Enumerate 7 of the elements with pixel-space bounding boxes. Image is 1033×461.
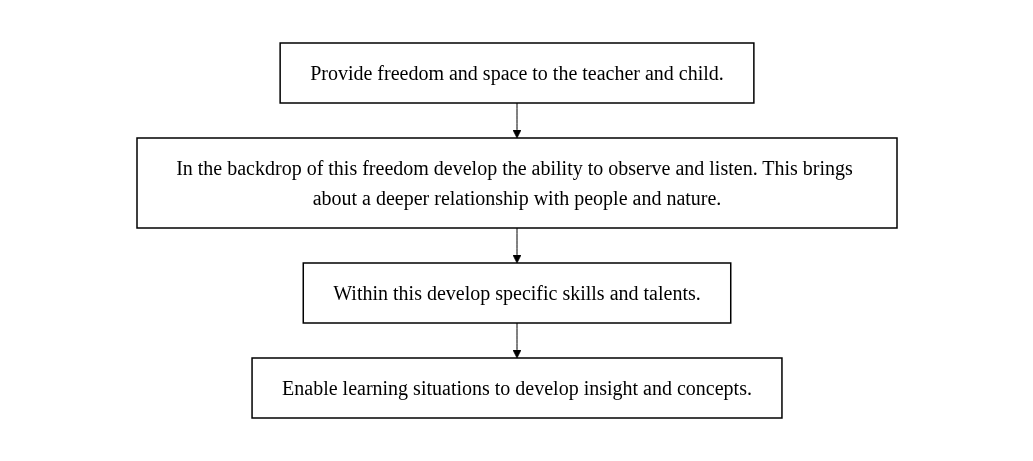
- node-box: Enable learning situations to develop insight and concepts.: [250, 357, 783, 419]
- node-box: Provide freedom and space to the teacher and child.: [278, 42, 755, 104]
- node-box: In the backdrop of this freedom develop the ability to observe and listen. This brings about a deeper relationship with people and nature.: [135, 137, 898, 229]
- node-box: Within this develop specific skills and talents.: [302, 262, 731, 324]
- arrow: [512, 227, 521, 264]
- arrow: [512, 322, 521, 359]
- arrow: [512, 102, 521, 139]
